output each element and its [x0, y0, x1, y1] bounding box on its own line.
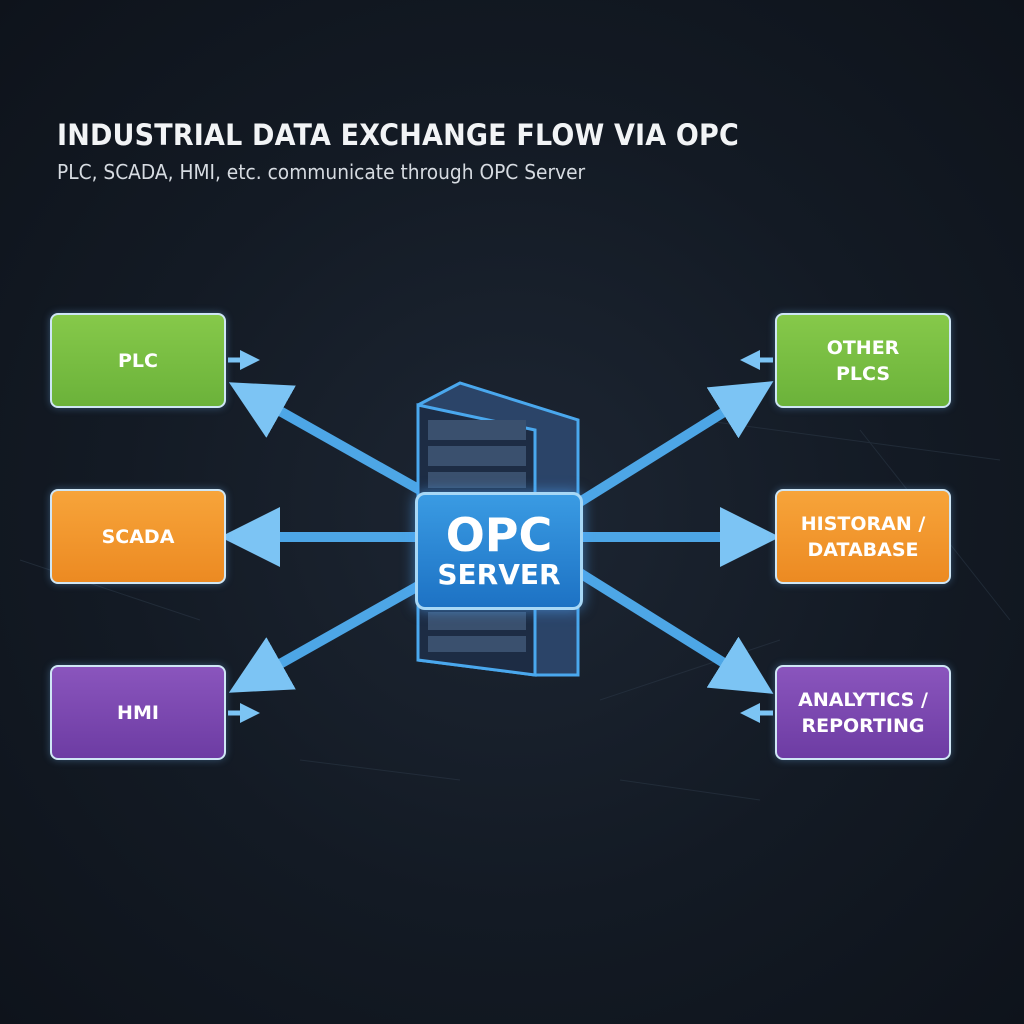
server-text: SERVER	[437, 558, 561, 591]
node-scada: SCADA	[50, 489, 226, 584]
node-analytics-reporting: ANALYTICS / REPORTING	[775, 665, 951, 760]
page-subtitle: PLC, SCADA, HMI, etc. communicate throug…	[57, 160, 586, 184]
page-title: INDUSTRIAL DATA EXCHANGE FLOW VIA OPC	[57, 118, 739, 152]
node-historian-database: HISTORAN / DATABASE	[775, 489, 951, 584]
arrow-server-otherplcs	[572, 381, 774, 510]
node-plc: PLC	[50, 313, 226, 408]
arrow-server-analytics	[572, 565, 774, 694]
opc-server-label: OPC SERVER	[415, 492, 583, 610]
opc-text: OPC	[445, 508, 553, 562]
node-other-plcs: OTHER PLCS	[775, 313, 951, 408]
arrow-server-hmi	[228, 580, 423, 693]
node-hmi: HMI	[50, 665, 226, 760]
arrow-server-plc	[228, 382, 423, 495]
